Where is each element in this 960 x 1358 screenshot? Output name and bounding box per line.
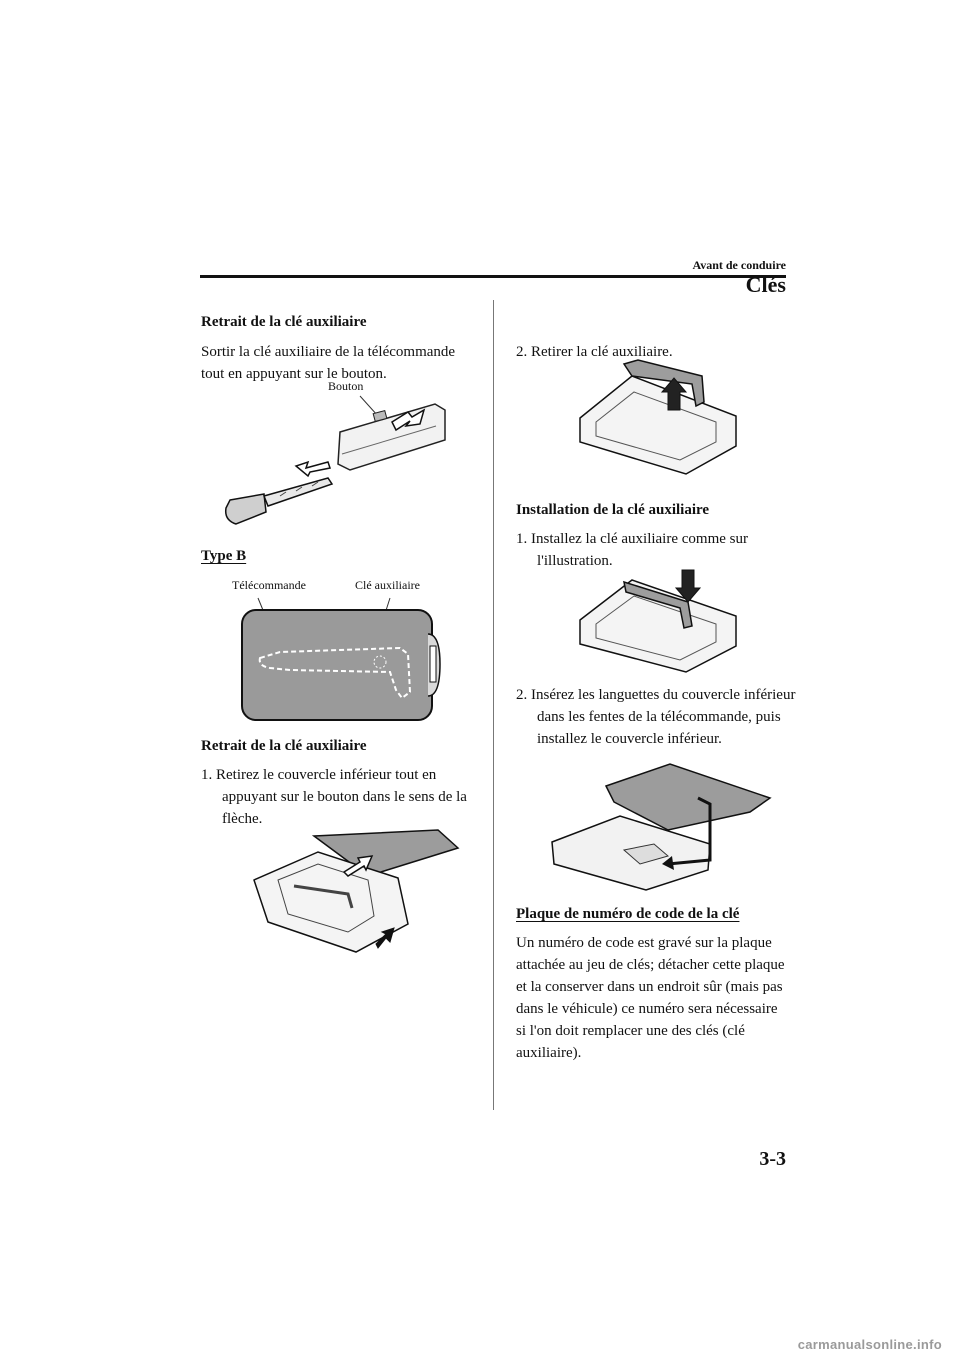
type-b-label: Type B bbox=[201, 548, 247, 564]
page-number: 3-3 bbox=[759, 1148, 786, 1170]
column-divider bbox=[493, 300, 494, 1110]
section-name: Avant de conduire bbox=[692, 258, 786, 272]
label-bouton: Bouton bbox=[328, 379, 364, 393]
label-cle-auxiliaire: Clé auxiliaire bbox=[355, 578, 420, 592]
label-telecommande: Télécommande bbox=[232, 578, 306, 592]
figure-type-b-remote bbox=[241, 597, 441, 721]
paragraph-key-code-plate: Un numéro de code est gravé sur la plaqu… bbox=[516, 935, 785, 1061]
figure-remove-cover bbox=[253, 829, 460, 953]
header-rule bbox=[200, 275, 786, 278]
figure-key-extraction bbox=[224, 395, 446, 525]
step-remove-cover: 1. Retirez le couvercle inférieur tout e… bbox=[201, 767, 467, 827]
heading-key-code-plate: Plaque de numéro de code de la clé bbox=[516, 906, 740, 922]
figure-lift-aux-key bbox=[579, 359, 737, 475]
step-remove-aux-key: 2. Retirer la clé auxiliaire. bbox=[516, 344, 673, 360]
paragraph-remove-aux-key: Sortir la clé auxiliaire de la télécomma… bbox=[201, 344, 456, 382]
heading-install-aux-key: Installation de la clé auxiliaire bbox=[516, 502, 710, 518]
watermark: carmanualsonline.info bbox=[797, 1337, 942, 1352]
step-install-aux-key: 1. Installez la clé auxiliaire comme sur… bbox=[516, 531, 748, 569]
heading-remove-aux-key: Retrait de la clé auxiliaire bbox=[201, 314, 367, 330]
step-install-cover: 2. Insérez les languettes du couvercle i… bbox=[516, 687, 796, 747]
heading-remove-aux-key-typeb: Retrait de la clé auxiliaire bbox=[201, 738, 367, 754]
figure-install-aux-key bbox=[579, 569, 737, 673]
figure-install-cover bbox=[551, 763, 772, 891]
